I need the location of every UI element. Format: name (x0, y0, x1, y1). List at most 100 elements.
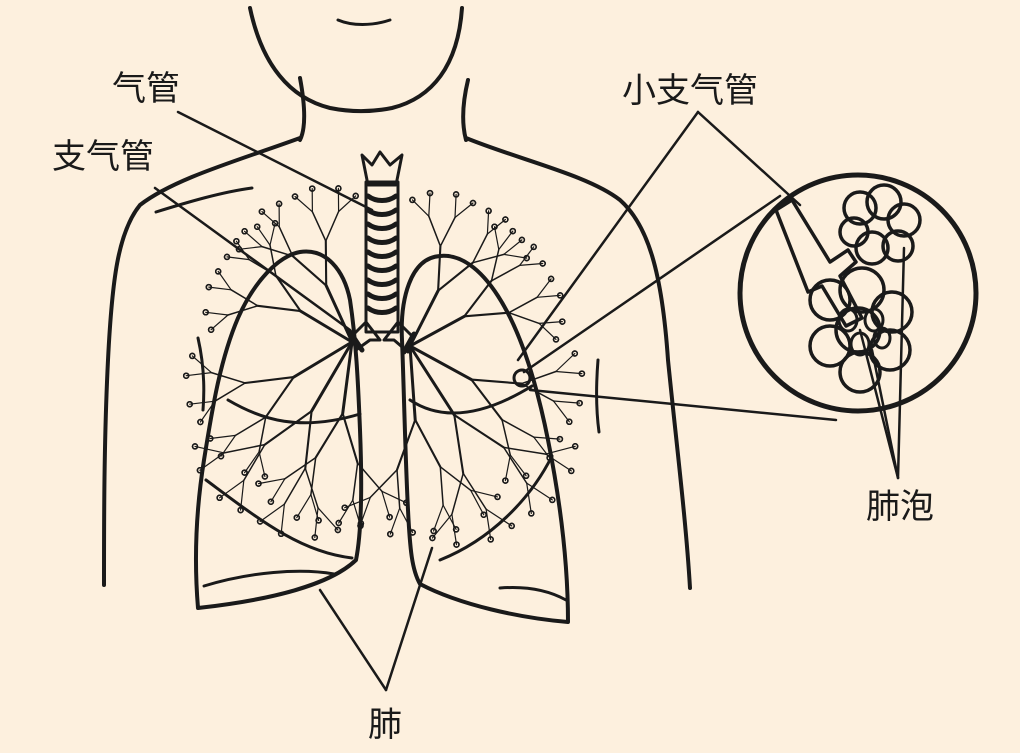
bronchiole-tip (552, 336, 560, 343)
bronchiole-tip (335, 185, 342, 192)
bronchial-branch (292, 340, 354, 379)
bronchial-branch (194, 445, 225, 454)
alveolus (838, 266, 886, 314)
bronchial-branch (280, 503, 285, 535)
trachea-ring (365, 235, 399, 245)
bronchiole-tip (315, 517, 322, 524)
bronchial-branch (486, 210, 490, 235)
right-lung-base (498, 586, 568, 602)
bronchiole-tip (277, 530, 285, 538)
bronchiole-tip (452, 191, 460, 198)
bronchial-branch (244, 376, 295, 385)
bronchiole-tip (528, 510, 535, 517)
bronchiole-tip (233, 237, 240, 245)
label-bronchus: 支气管 (52, 137, 154, 177)
bronchial-branch (536, 278, 552, 298)
bronchial-branch (360, 496, 371, 525)
bronchiole-tip (341, 504, 348, 511)
bronchus-right-ring (401, 331, 417, 355)
bronchial-branch (442, 504, 457, 531)
neck-left (298, 76, 307, 142)
bronchiole-tip (241, 228, 248, 235)
bronchial-branch (341, 412, 359, 465)
bronchial-branch (508, 296, 538, 314)
bronchial-branch (470, 378, 523, 385)
bronchiole-tip (509, 227, 517, 235)
bronchial-branch (453, 413, 505, 449)
bronchiole-marker (512, 368, 532, 388)
bronchiole-tip (485, 207, 492, 215)
bronchial-branch (490, 248, 500, 282)
bronchial-branch (408, 314, 466, 348)
bronchial-branch (263, 410, 313, 446)
bronchial-branch (257, 478, 286, 485)
trachea-tube (364, 180, 400, 334)
bronchial-branch (223, 443, 266, 454)
bronchial-branch (191, 355, 212, 374)
alveolus (808, 278, 852, 322)
bronchial-branch (283, 467, 307, 505)
trachea-ring (365, 193, 399, 203)
chin-mark (336, 18, 392, 26)
bronchial-branch (428, 215, 442, 247)
neck-right (461, 78, 470, 142)
shoulder-right (464, 136, 692, 590)
bronchial-branch (526, 482, 553, 501)
bronchial-branch (352, 462, 359, 501)
bronchial-branch (552, 400, 581, 404)
label-bronchiole: 小支气管 (622, 71, 758, 111)
bronchiole-tip (197, 418, 204, 426)
bronchial-branch (552, 400, 570, 423)
bronchial-branch (369, 469, 398, 499)
bronchial-branch (439, 216, 456, 247)
right-lung (399, 253, 570, 624)
alveolus-opening (837, 307, 859, 333)
bronchiole-tip (568, 467, 575, 475)
bronchial-branch (399, 507, 414, 534)
head-chin (248, 6, 464, 113)
bronchial-branch (189, 400, 216, 405)
bronchial-branch (270, 478, 286, 503)
bronchiole-tip (571, 443, 579, 450)
bronchial-branch (470, 378, 504, 421)
bronchiole-tip (217, 452, 225, 460)
bronchial-branch (545, 445, 576, 455)
bronchial-branch (244, 451, 260, 474)
trachea-ring (365, 221, 399, 231)
bronchial-branch (258, 451, 266, 478)
bronchiole-tip (387, 530, 394, 538)
leader-callout-lower (528, 388, 838, 422)
bronchiole-tip (452, 526, 460, 533)
bronchial-branch (214, 382, 246, 402)
alveoli-cluster-upper (838, 183, 922, 266)
callout-circle (737, 172, 979, 414)
bronchial-branch (454, 202, 474, 219)
bronchiole-tip (556, 292, 564, 299)
trachea-ring (365, 249, 399, 259)
bronchiole-tip (502, 216, 509, 223)
bronchial-branch (258, 416, 267, 453)
bronchiole-tip (223, 253, 231, 261)
bronchial-branch (439, 466, 472, 492)
bronchial-branch (296, 494, 312, 519)
bronchial-branch (437, 245, 442, 292)
bronchial-branch (264, 376, 295, 419)
bronchial-branch (208, 286, 232, 291)
bronchus-left-ring (347, 329, 365, 353)
leader-bronchus (153, 186, 352, 332)
bronchiole-tip (352, 192, 359, 200)
trachea-ring (365, 207, 399, 217)
bronchiole-tip (255, 480, 262, 487)
leader-trachea (176, 110, 374, 212)
bronchial-branch (545, 453, 572, 472)
trachea-top (360, 150, 404, 187)
bronchiole-tip (357, 520, 365, 527)
bronchial-branch (431, 513, 453, 539)
alveolus (838, 216, 870, 248)
bronchial-branch (210, 371, 246, 384)
right-lung-fissure-1 (408, 384, 534, 415)
bronchial-branch (408, 344, 456, 417)
bronchiole-tip (409, 529, 416, 536)
bronchial-branch (209, 434, 237, 440)
